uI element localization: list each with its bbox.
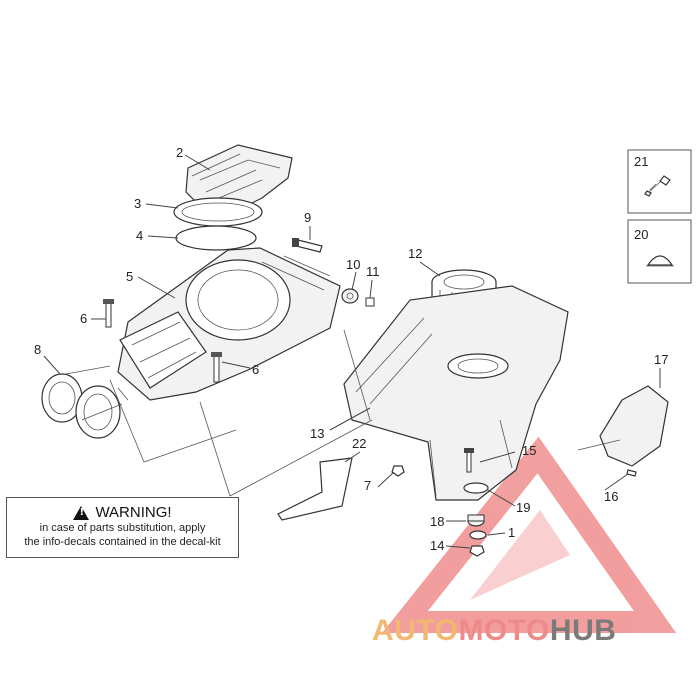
warning-text-line-1: in case of parts substitution, apply [39,522,206,534]
screw-6-lower [211,352,222,383]
watermark-auto: AUTO [372,614,459,647]
intake-duct-lid [119,311,207,389]
callout-19: 19 [516,500,530,515]
air-intake-cover-2 [185,144,293,211]
nut-11 [365,297,375,307]
callout-14: 14 [430,538,444,553]
warning-triangle-icon [73,505,90,520]
intake-boots-8 [41,365,129,439]
callout-5: 5 [126,269,133,284]
washer-19 [463,482,489,494]
o-ring-4 [175,225,257,251]
nut-7 [391,465,405,477]
washer-1 [469,530,487,540]
part-20-box [627,219,692,284]
callout-labels: 2 3 4 5 6 6 7 8 9 10 11 12 13 14 15 16 1… [34,145,668,553]
callout-11: 11 [366,264,380,279]
callout-12: 12 [408,246,422,261]
screw-6-upper [103,299,114,328]
watermark-triangle-logo [382,436,677,633]
automotohub-watermark: AUTOMOTOHUB [372,614,616,648]
callout-17: 17 [654,352,668,367]
leader-lines [43,154,661,549]
callout-16: 16 [604,489,618,504]
callout-3: 3 [134,196,141,211]
callout-1: 1 [508,525,515,540]
screw-15 [464,448,474,473]
callout-22: 22 [352,436,366,451]
warning-title: WARNING! [95,504,172,521]
decal-22 [277,457,353,521]
callout-21: 21 [634,154,648,169]
callout-18: 18 [430,514,444,529]
callout-13: 13 [310,426,324,441]
callout-10: 10 [346,257,360,272]
watermark-hub: HUB [549,614,617,647]
warning-title-row: WARNING! [7,504,238,521]
part-21-box [627,149,692,214]
cap-20-icon [646,255,674,267]
intake-seal-3 [173,197,263,227]
screw-16 [626,469,637,477]
airbox-body-13 [343,285,569,501]
callout-7: 7 [364,478,371,493]
callout-6-upper: 6 [80,311,87,326]
bolt-9 [292,238,323,253]
callout-15: 15 [522,443,536,458]
bracket-17 [577,385,669,467]
callout-4: 4 [136,228,143,243]
callout-8: 8 [34,342,41,357]
warning-decal-notice: WARNING! in case of parts substitution, … [6,497,239,558]
callout-9: 9 [304,210,311,225]
cap-14 [469,545,485,557]
watermark-moto: MOTO [458,614,550,647]
callout-6-lower: 6 [252,362,259,377]
warning-text-line-2: the info-decals contained in the decal-k… [24,536,221,548]
grommet-10 [341,288,359,304]
grommet-18 [467,514,485,527]
screw-21-icon [644,175,671,197]
callout-20: 20 [634,227,648,242]
callout-2: 2 [176,145,183,160]
